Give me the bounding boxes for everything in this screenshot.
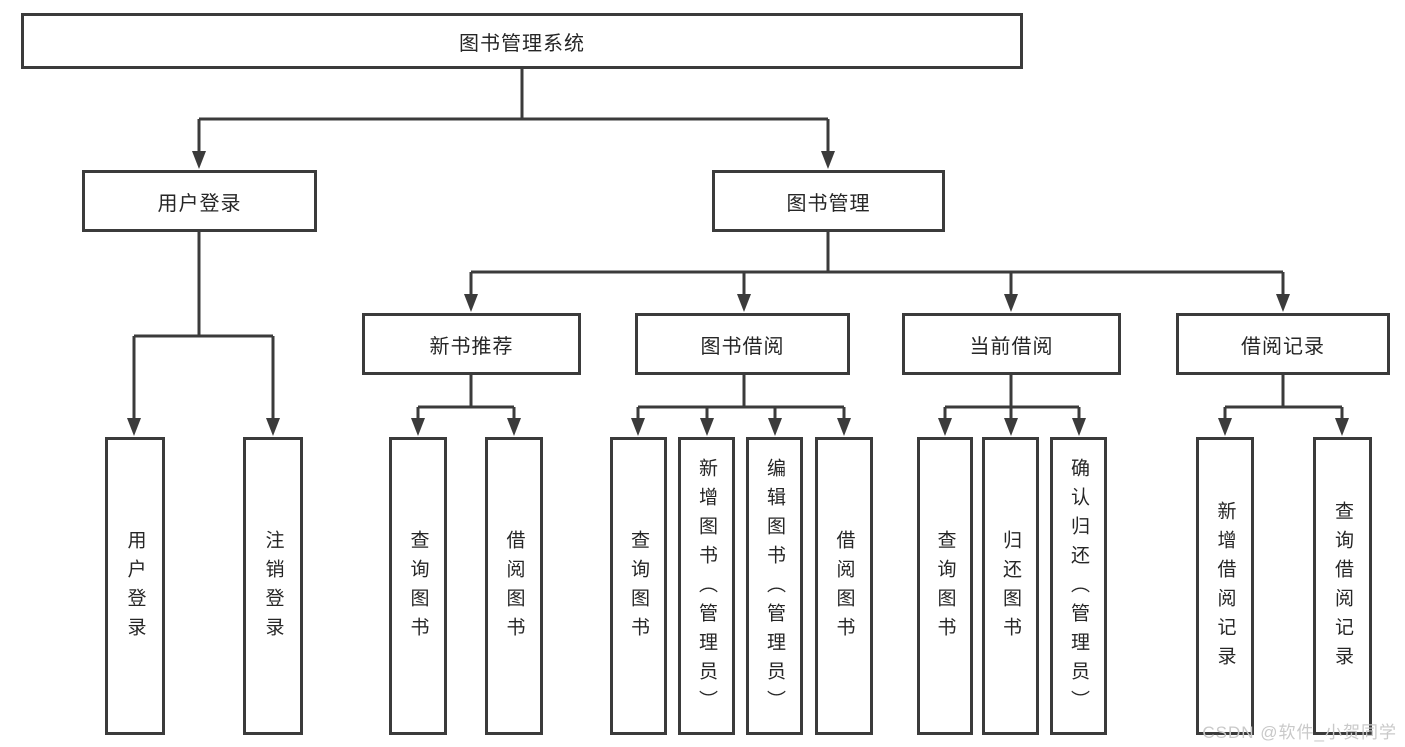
leaf-add-borrow-record: 新增借阅记录 — [1196, 437, 1254, 735]
leaf-logout: 注销登录 — [243, 437, 303, 735]
leaf-borrow-books: 借阅图书 — [815, 437, 873, 735]
node-book-management: 图书管理 — [712, 170, 945, 232]
node-borrowing-records: 借阅记录 — [1176, 313, 1390, 375]
node-user-login: 用户登录 — [82, 170, 317, 232]
leaf-query-borrow-record: 查询借阅记录 — [1313, 437, 1372, 735]
node-book-borrowing: 图书借阅 — [635, 313, 850, 375]
leaf-query-books: 查询图书 — [917, 437, 973, 735]
leaf-query-books: 查询图书 — [610, 437, 667, 735]
csdn-watermark: CSDN @软件_小贺同学 — [1202, 723, 1397, 742]
leaf-query-books: 查询图书 — [389, 437, 447, 735]
leaf-borrow-books: 借阅图书 — [485, 437, 543, 735]
leaf-edit-book-admin: 编辑图书（管理员） — [746, 437, 803, 735]
leaf-return-book: 归还图书 — [982, 437, 1039, 735]
node-new-book-recommend: 新书推荐 — [362, 313, 581, 375]
node-root: 图书管理系统 — [21, 13, 1023, 69]
node-current-borrowing: 当前借阅 — [902, 313, 1121, 375]
leaf-add-book-admin: 新增图书（管理员） — [678, 437, 735, 735]
leaf-confirm-return-admin: 确认归还（管理员） — [1050, 437, 1107, 735]
leaf-user-login: 用户登录 — [105, 437, 165, 735]
